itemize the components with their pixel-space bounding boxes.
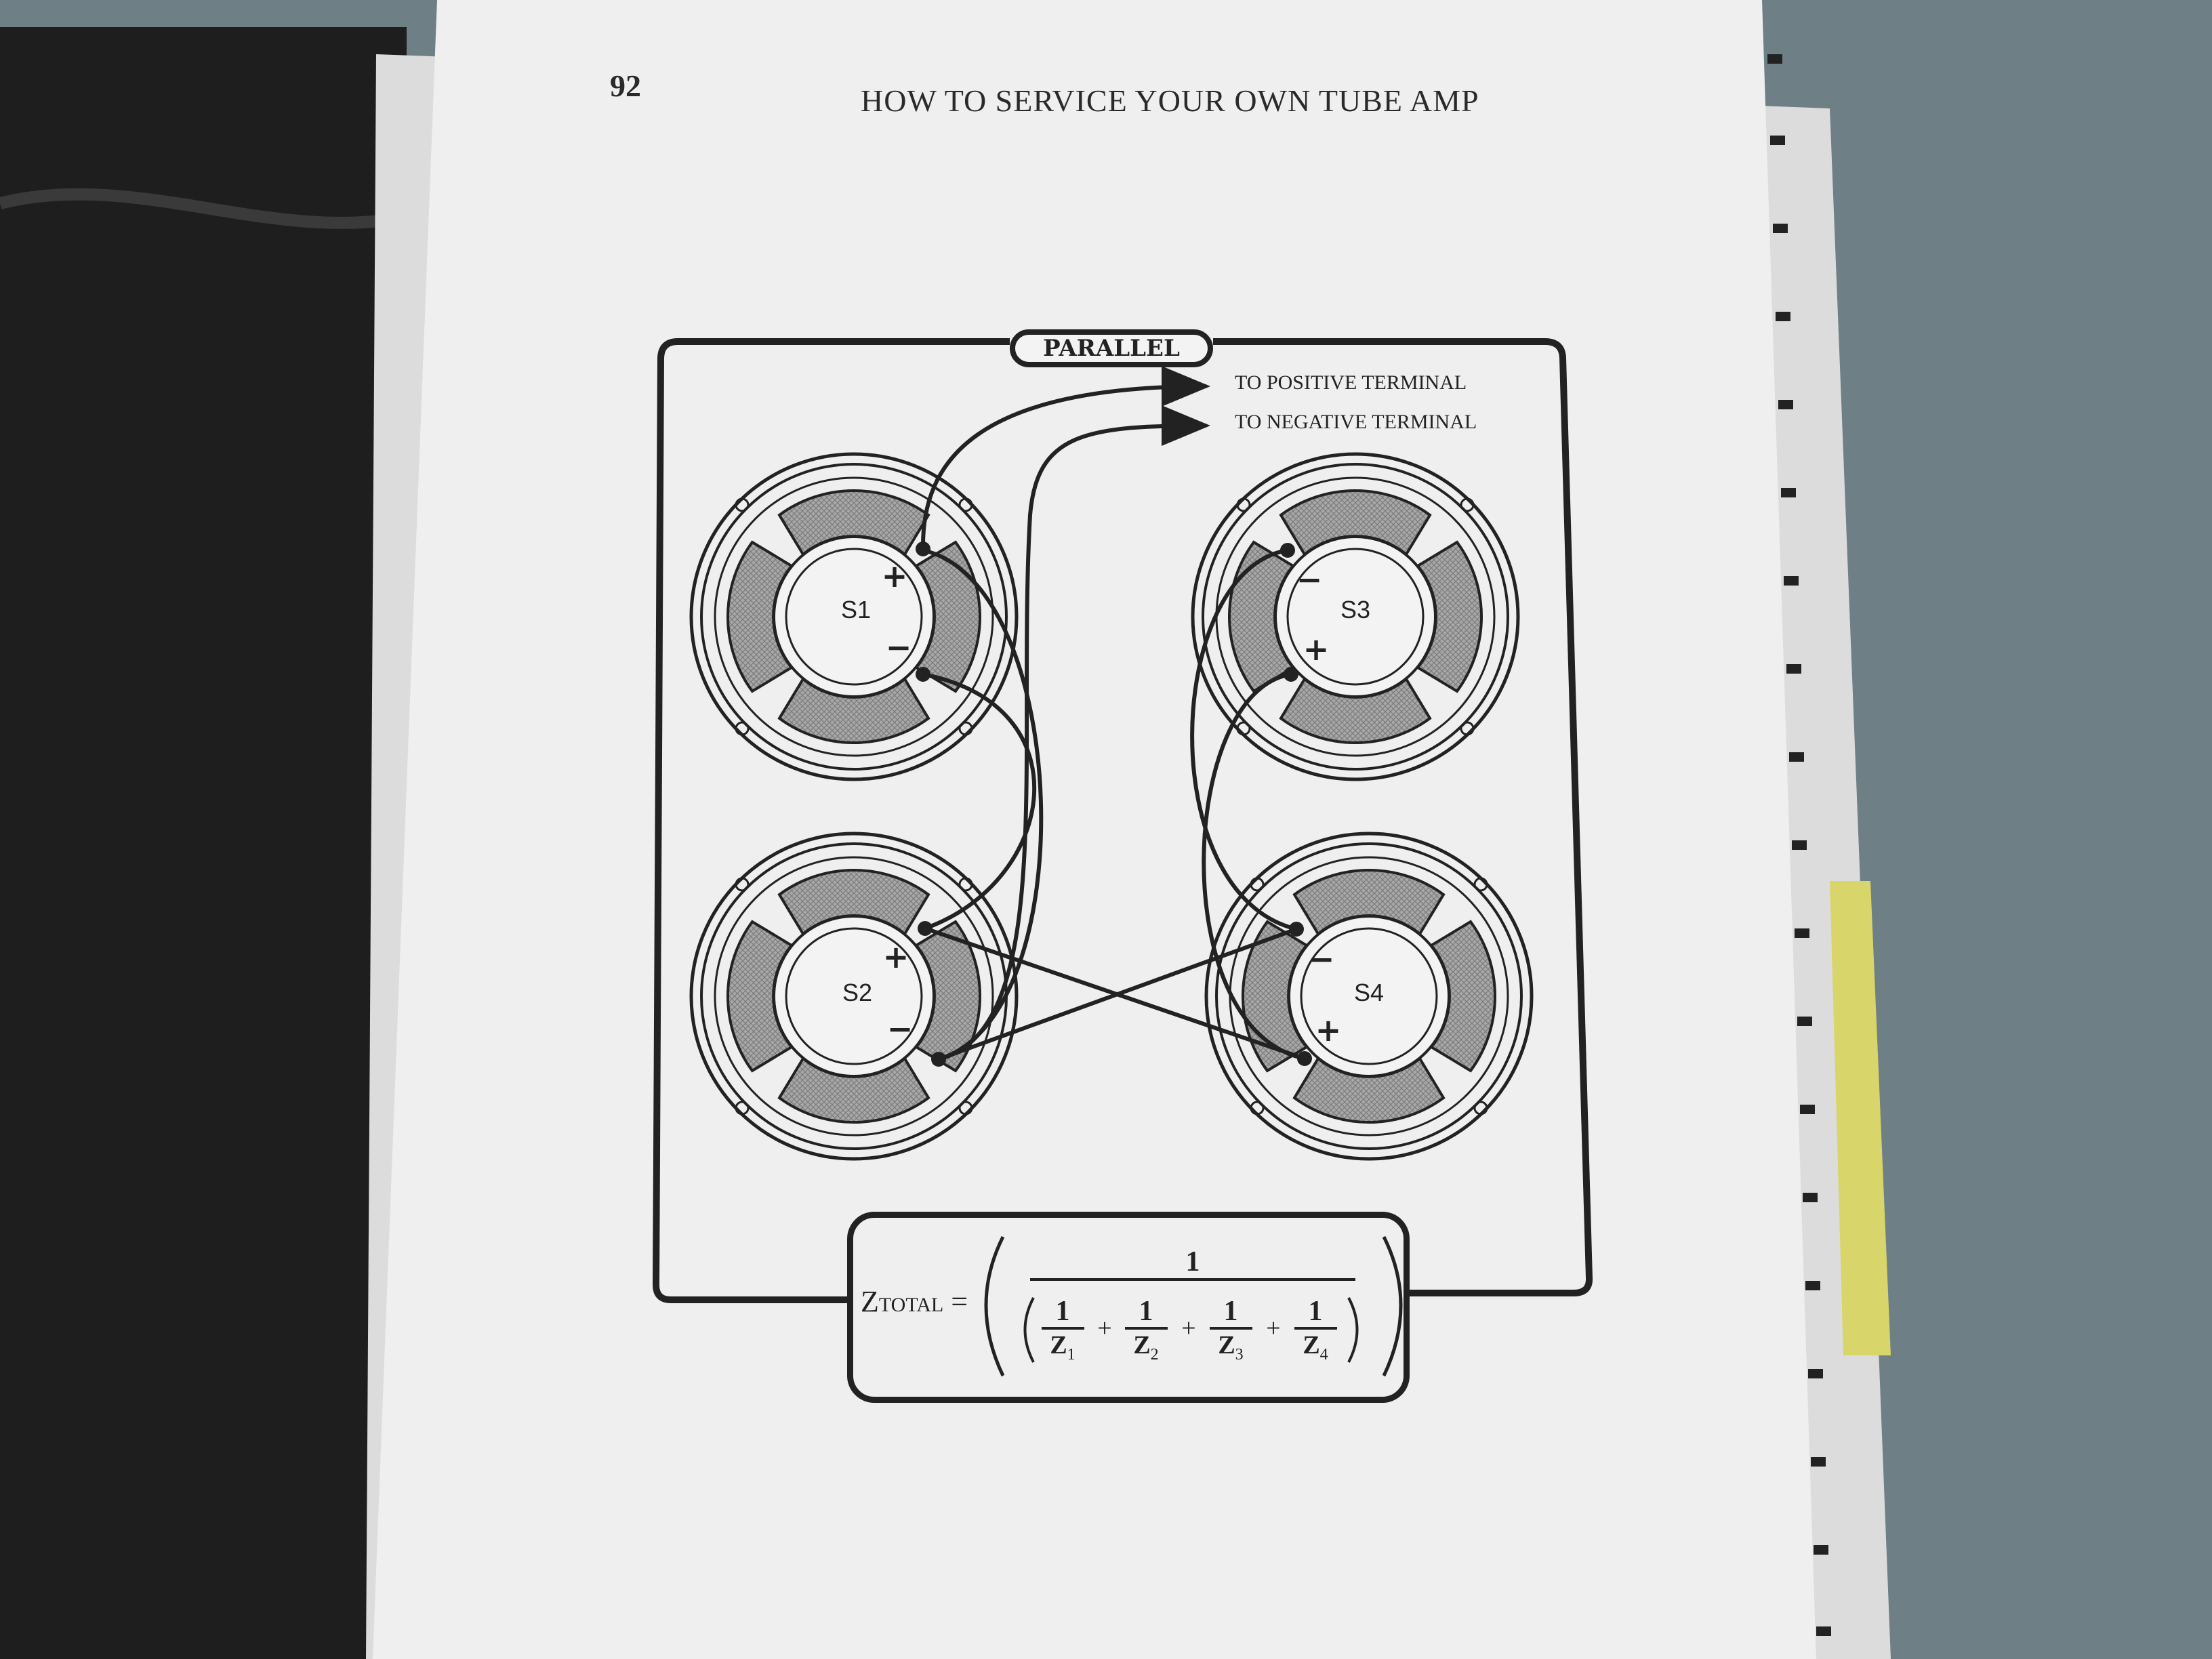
- formula-box: [847, 1212, 1410, 1403]
- terminal-dots: [916, 541, 1312, 1067]
- formula-lhs-z: Z: [861, 1285, 879, 1318]
- s4-minus-sign: −: [1308, 941, 1335, 977]
- s3-minus-sign: −: [1296, 561, 1323, 598]
- term1-den: Z1: [1050, 1330, 1075, 1364]
- speaker-label-s2: S2: [842, 979, 873, 1006]
- yellow-insert: [1830, 881, 1891, 1355]
- term3-z: Z: [1218, 1331, 1235, 1360]
- s2-minus-sign: −: [886, 1010, 914, 1047]
- formula-rules: [984, 1235, 1403, 1377]
- formula-equals: =: [951, 1285, 968, 1318]
- term1-sub: 1: [1067, 1345, 1076, 1364]
- speaker-label-s1: S1: [840, 596, 872, 623]
- formula-plus-2: +: [1181, 1314, 1196, 1343]
- s1-plus-sign: +: [881, 558, 908, 594]
- term3-den: Z3: [1218, 1330, 1243, 1364]
- wire-s3-positive-to-s4: [1202, 672, 1305, 1061]
- page-number: 92: [610, 68, 641, 103]
- running-head: HOW TO SERVICE YOUR OWN TUBE AMP: [861, 83, 1479, 118]
- binder-cover-crease: [0, 188, 408, 229]
- s4-plus-sign: +: [1315, 1012, 1342, 1048]
- wire-cross-b: [937, 927, 1298, 1061]
- speaker-label-s4: S4: [1353, 979, 1385, 1006]
- wire-s1-positive-terminal: [920, 366, 1210, 550]
- term4-z: Z: [1303, 1331, 1320, 1360]
- wire-s1-negative-to-s2: [922, 672, 1037, 930]
- spiral-binding: [1767, 54, 1831, 1636]
- s3-plus-sign: +: [1303, 631, 1330, 668]
- s1-minus-sign: −: [885, 629, 912, 665]
- binder-cover: [0, 27, 407, 1659]
- term4-sub: 4: [1319, 1345, 1328, 1364]
- term2-num: 1: [1139, 1296, 1153, 1327]
- wire-s3-negative-to-s4: [1190, 548, 1297, 931]
- formula-numerator: 1: [1185, 1246, 1200, 1277]
- term1-z: Z: [1050, 1331, 1067, 1360]
- formula-lhs-sub: TOTAL: [878, 1294, 944, 1316]
- term3-num: 1: [1223, 1296, 1238, 1327]
- term2-sub: 2: [1150, 1345, 1159, 1364]
- wire-negative-terminal: [938, 405, 1210, 1061]
- term4-num: 1: [1308, 1296, 1323, 1327]
- term4-den: Z4: [1303, 1330, 1328, 1364]
- term2-z: Z: [1133, 1331, 1151, 1360]
- s2-plus-sign: +: [882, 939, 909, 975]
- positive-terminal-label: TO POSITIVE TERMINAL: [1235, 371, 1467, 394]
- negative-terminal-label: TO NEGATIVE TERMINAL: [1235, 411, 1477, 433]
- term1-num: 1: [1055, 1296, 1070, 1327]
- term2-den: Z2: [1133, 1330, 1158, 1364]
- speaker-label-s3: S3: [1340, 596, 1371, 623]
- formula-plus-1: +: [1097, 1314, 1112, 1343]
- formula-plus-3: +: [1266, 1314, 1281, 1343]
- cabinet-outline: [652, 338, 1593, 1303]
- term3-sub: 3: [1235, 1345, 1244, 1364]
- wiring: [920, 366, 1305, 1061]
- formula-lhs: ZTOTAL =: [861, 1284, 968, 1319]
- document-page: [373, 0, 1816, 1659]
- diagram-title: PARALLEL: [1010, 329, 1213, 367]
